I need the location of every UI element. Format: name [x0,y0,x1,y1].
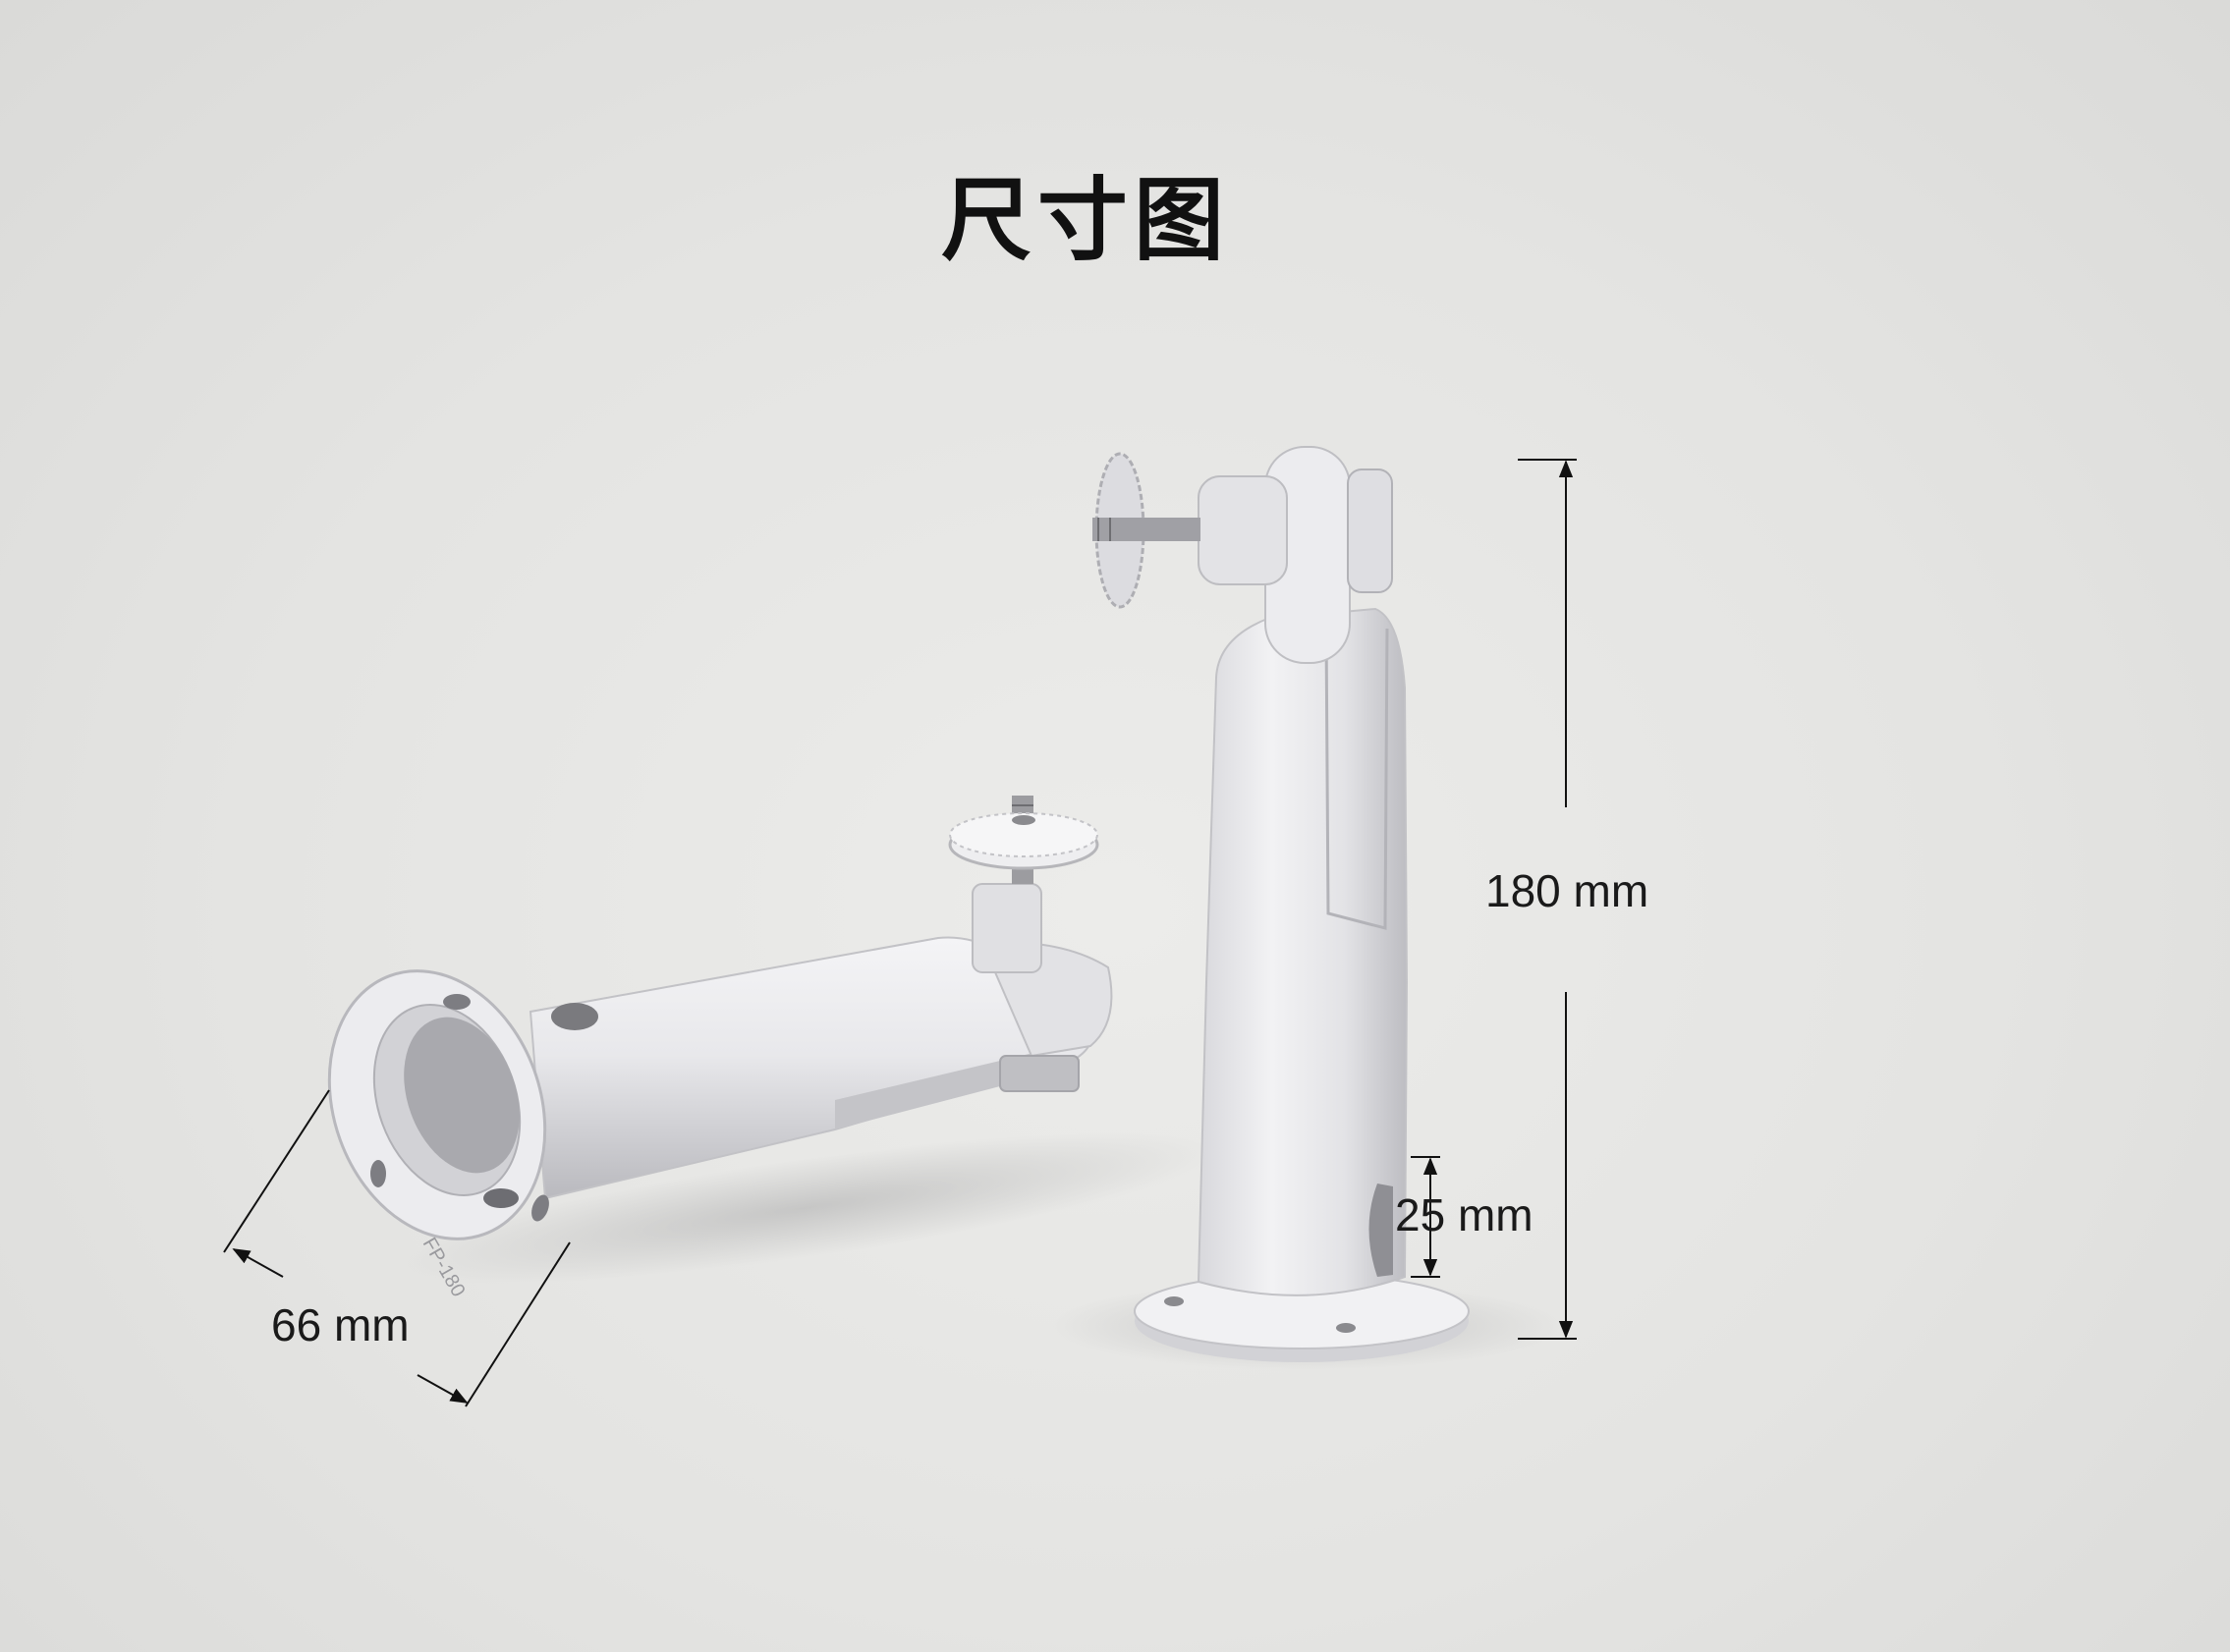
diameter-dimension-label: 66 mm [271,1299,410,1350]
horizontal-mount: FP-180 [327,796,1113,1300]
horizontal-mount-shadow [397,1132,1214,1284]
base-dimension-label: 25 mm [1395,1189,1533,1240]
height-dimension-label: 180 mm [1485,865,1649,916]
base-dimension-line [1411,1156,1440,1278]
page-title: 尺寸图 [940,168,1230,273]
height-dimension-line [1518,459,1577,1340]
diameter-dimension-line [223,1089,571,1407]
vertical-mount [1092,446,1470,1362]
